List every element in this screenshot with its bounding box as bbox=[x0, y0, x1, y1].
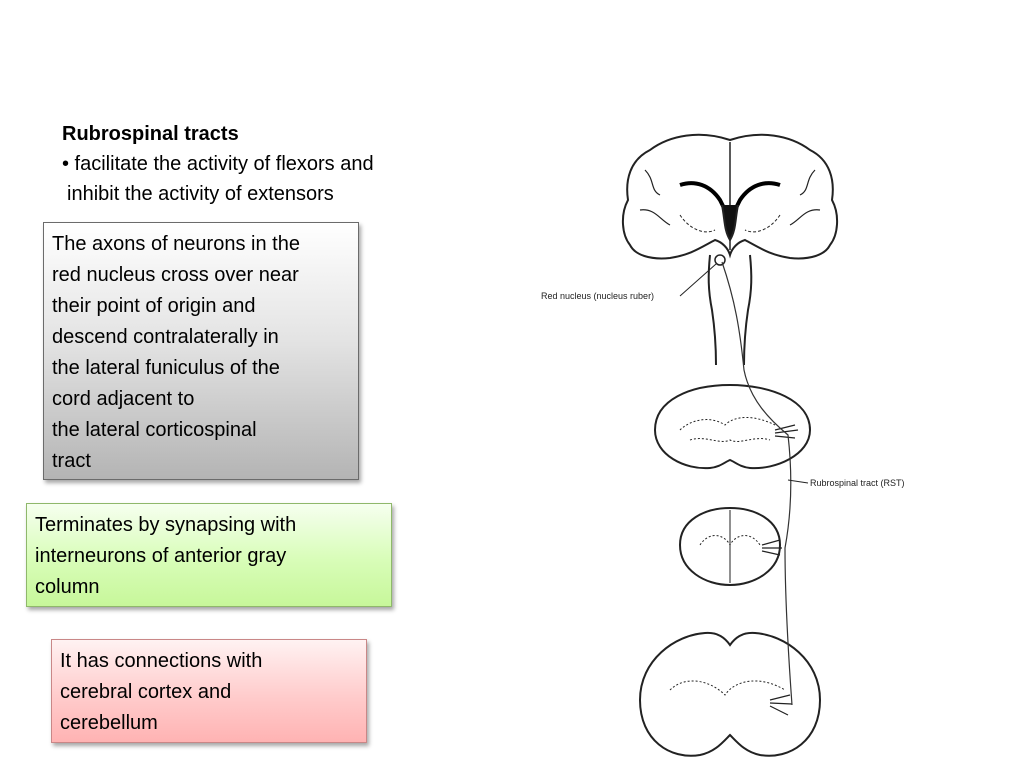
rubrospinal-diagram: Red nucleus (nucleus ruber) Rubrospinal … bbox=[530, 130, 950, 768]
slide-title: Rubrospinal tracts bbox=[62, 123, 239, 145]
crossing-description-box: The axons of neurons in the red nucleus … bbox=[43, 222, 359, 480]
connections-box: It has connections with cerebral cortex … bbox=[51, 639, 367, 743]
rst-pointer bbox=[787, 479, 809, 484]
label-red-nucleus: Red nucleus (nucleus ruber) bbox=[541, 291, 654, 301]
rubrospinal-diagram-svg: Red nucleus (nucleus ruber) Rubrospinal … bbox=[541, 133, 905, 757]
bullet-line-2: inhibit the activity of extensors bbox=[67, 183, 334, 205]
termination-box: Terminates by synapsing with interneuron… bbox=[26, 503, 392, 607]
title-block: Rubrospinal tracts • facilitate the acti… bbox=[62, 119, 462, 209]
bullet-line-1: • facilitate the activity of flexors and bbox=[62, 153, 374, 175]
cord-section-cervical bbox=[653, 383, 812, 470]
red-nucleus-pointer bbox=[679, 263, 717, 297]
cord-section-thoracic bbox=[678, 506, 782, 587]
label-rubrospinal-tract: Rubrospinal tract (RST) bbox=[810, 478, 905, 488]
rubrospinal-tract-line bbox=[721, 261, 793, 706]
cord-section-lumbar bbox=[638, 631, 822, 757]
brain-section bbox=[622, 133, 838, 366]
